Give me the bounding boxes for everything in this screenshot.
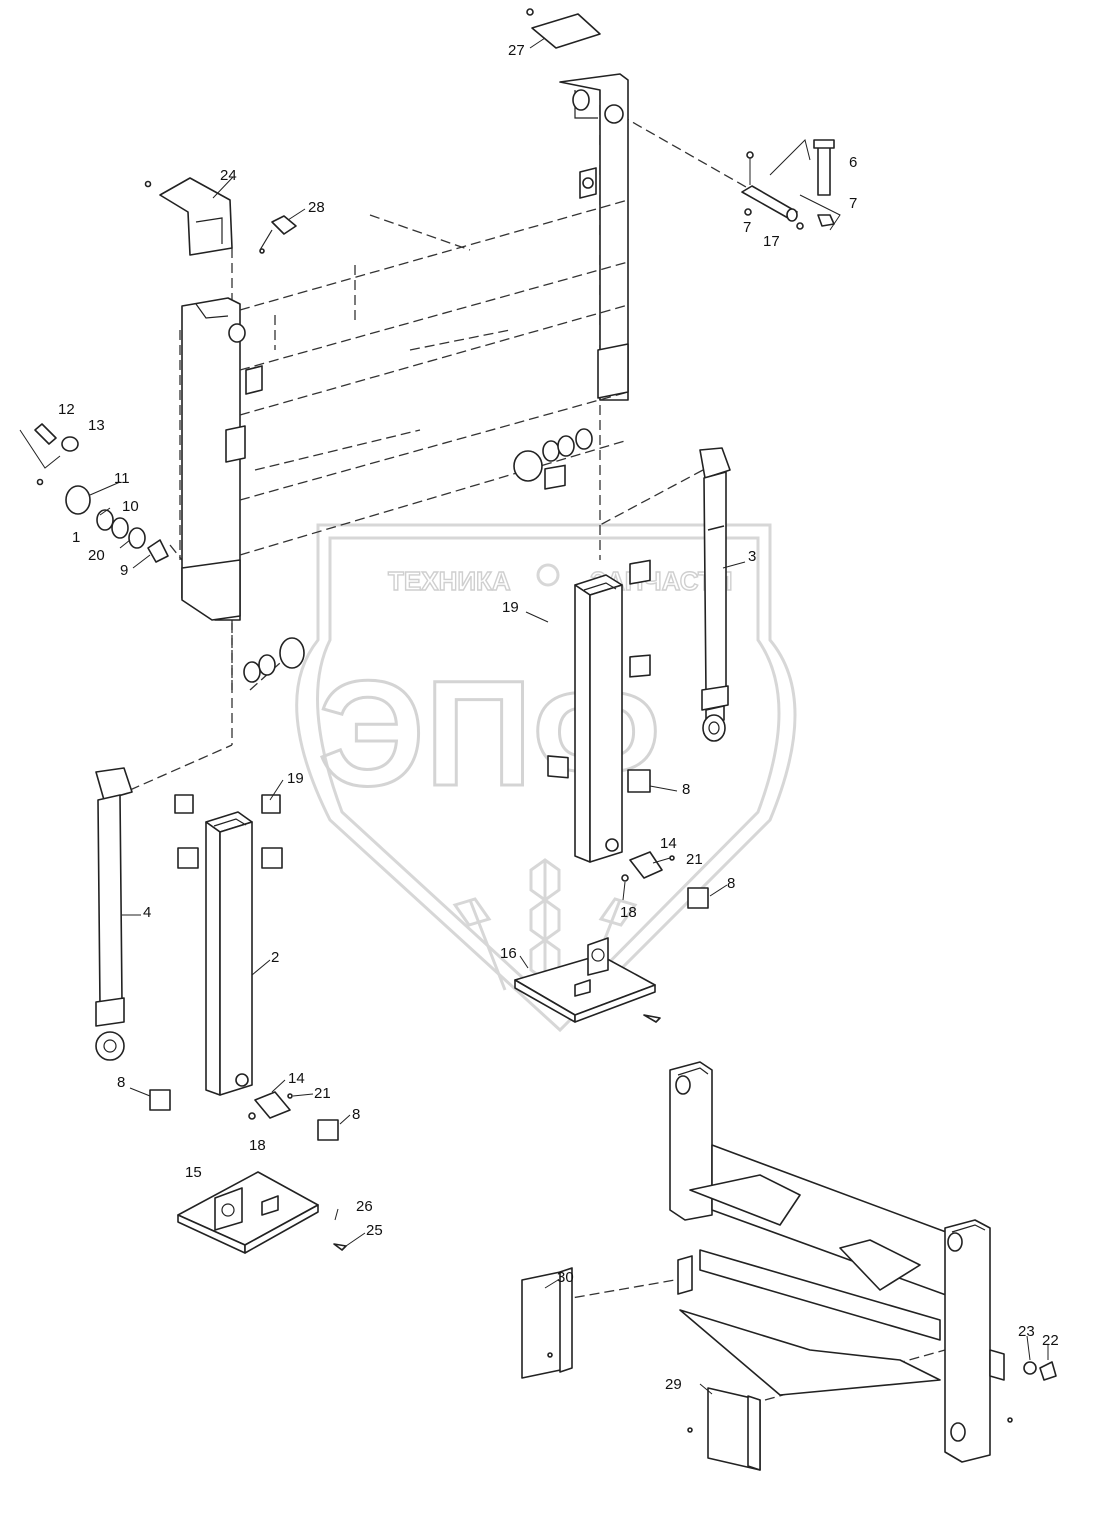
callout-14: 14 bbox=[288, 1070, 305, 1087]
gear-icon bbox=[536, 563, 560, 587]
callout-7: 7 bbox=[849, 195, 857, 212]
callout-16: 16 bbox=[500, 945, 517, 962]
part-3-hydraulic-cylinder bbox=[699, 447, 731, 742]
part-4-hydraulic-cylinder bbox=[95, 767, 133, 1061]
callout-8: 8 bbox=[352, 1106, 360, 1123]
center-flange-hardware bbox=[243, 428, 593, 683]
callout-12: 12 bbox=[58, 401, 75, 418]
callout-10: 10 bbox=[122, 498, 139, 515]
callout-19: 19 bbox=[287, 770, 304, 787]
callout-29: 29 bbox=[665, 1376, 682, 1393]
part-27-cover-plate bbox=[526, 8, 601, 49]
pins-and-bolts bbox=[248, 851, 675, 1120]
callout-20: 20 bbox=[88, 547, 105, 564]
callout-26: 26 bbox=[356, 1198, 373, 1215]
callout-3: 3 bbox=[748, 548, 756, 565]
callout-8: 8 bbox=[682, 781, 690, 798]
part-6-7-17-pin-assembly bbox=[741, 139, 841, 231]
part-30-cover bbox=[521, 1267, 573, 1379]
callout-2: 2 bbox=[271, 949, 279, 966]
watermark-text-left: ТЕХНИКА bbox=[388, 566, 511, 596]
left-mount-hardware bbox=[19, 423, 169, 563]
callout-17: 17 bbox=[763, 233, 780, 250]
callout-19: 19 bbox=[502, 599, 519, 616]
callout-18: 18 bbox=[620, 904, 637, 921]
carriage-frame bbox=[181, 73, 629, 621]
callout-labels: 27 6 7 7 17 24 28 12 13 11 10 1 20 9 3 1… bbox=[58, 42, 1059, 1393]
callout-7: 7 bbox=[743, 219, 751, 236]
leader-lines bbox=[89, 37, 1049, 1395]
callout-8: 8 bbox=[117, 1074, 125, 1091]
part-2-post bbox=[205, 811, 253, 1096]
center-post bbox=[574, 574, 623, 863]
callout-11: 11 bbox=[114, 470, 130, 487]
callout-8: 8 bbox=[727, 875, 735, 892]
callout-24: 24 bbox=[220, 167, 237, 184]
part-16-base-plate bbox=[514, 937, 661, 1023]
callout-13: 13 bbox=[88, 417, 105, 434]
slide-pads bbox=[149, 464, 709, 1141]
part-15-base-plate bbox=[177, 1171, 347, 1254]
callout-1: 1 bbox=[72, 529, 80, 546]
callout-23: 23 bbox=[1018, 1323, 1035, 1340]
callout-27: 27 bbox=[508, 42, 525, 59]
callout-18: 18 bbox=[249, 1137, 266, 1154]
callout-9: 9 bbox=[120, 562, 128, 579]
lower-frame-assembly bbox=[669, 1061, 1005, 1463]
callout-28: 28 bbox=[308, 199, 325, 216]
callout-21: 21 bbox=[686, 851, 703, 868]
part-28-bolt bbox=[259, 215, 297, 254]
part-24-bracket bbox=[144, 177, 233, 256]
callout-15: 15 bbox=[185, 1164, 202, 1181]
callout-22: 22 bbox=[1042, 1332, 1059, 1349]
callout-4: 4 bbox=[143, 904, 151, 921]
callout-25: 25 bbox=[366, 1222, 383, 1239]
callout-21: 21 bbox=[314, 1085, 331, 1102]
callout-6: 6 bbox=[849, 154, 857, 171]
callout-14: 14 bbox=[660, 835, 677, 852]
callout-30: 30 bbox=[557, 1269, 574, 1286]
part-22-23-hardware bbox=[1007, 1361, 1057, 1423]
part-29-cover bbox=[687, 1387, 761, 1471]
